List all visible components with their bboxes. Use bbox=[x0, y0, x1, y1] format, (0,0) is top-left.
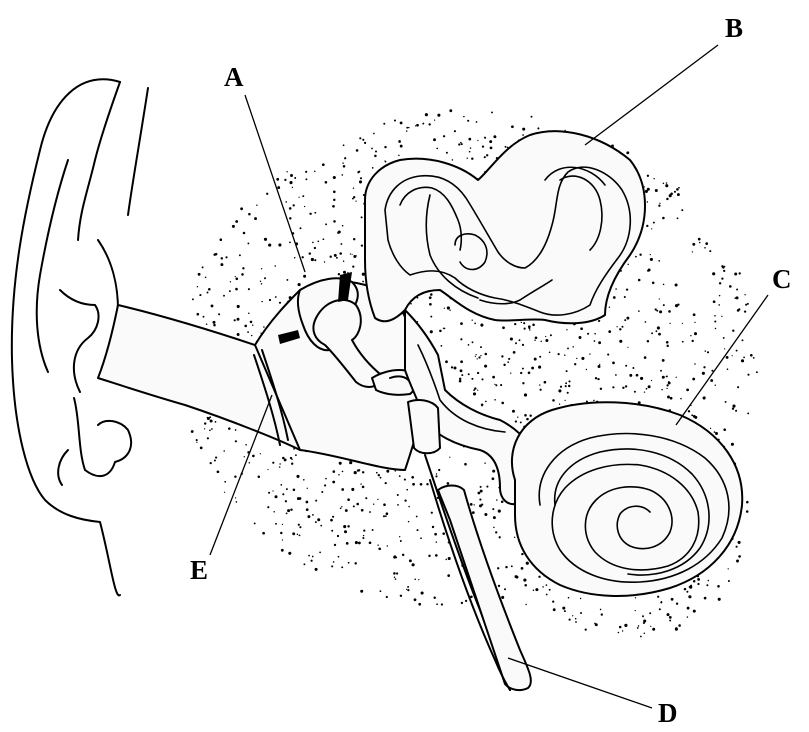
label-b: B bbox=[725, 13, 743, 43]
label-e: E bbox=[190, 555, 208, 585]
semicircular-canals bbox=[365, 131, 645, 323]
cochlea bbox=[512, 402, 742, 596]
label-a: A bbox=[224, 62, 244, 92]
leader-line-c bbox=[676, 295, 768, 425]
label-c: C bbox=[772, 264, 792, 294]
leader-line-b bbox=[585, 45, 718, 145]
label-d: D bbox=[658, 698, 678, 728]
leader-line-a bbox=[245, 95, 305, 272]
